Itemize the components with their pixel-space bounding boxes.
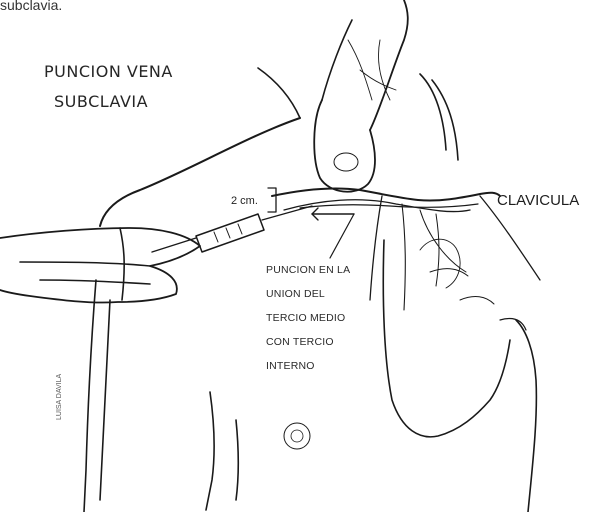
vessel-branch [402, 204, 405, 310]
title-line-1: PUNCION VENA [44, 62, 173, 81]
upper-shoulder-line [258, 68, 300, 118]
artist-signature: LUISA DAVILA [56, 374, 63, 420]
syringe-barrel [196, 214, 264, 252]
puncture-note-line-5: INTERNO [266, 360, 315, 372]
palpating-finger [314, 100, 375, 192]
jugular-vein [370, 196, 382, 300]
vessel-branch-3 [436, 214, 439, 286]
clavicle-label: CLAVICULA [497, 192, 579, 209]
left-torso-inner [100, 300, 110, 500]
syringe-plunger [152, 238, 196, 252]
right-chest-contour [516, 320, 536, 512]
clavicle [272, 188, 500, 200]
hand-finger-line [20, 262, 150, 266]
distance-bracket [268, 188, 276, 212]
palpating-hand-back [322, 20, 352, 100]
syringe-hand [0, 228, 200, 303]
puncture-note-line-3: TERCIO MEDIO [266, 312, 345, 324]
left-torso-edge [84, 280, 96, 512]
puncture-note-line-1: PUNCION EN LA [266, 264, 350, 276]
puncture-note-line-4: CON TERCIO [266, 336, 334, 348]
sternum-outline [383, 240, 510, 437]
shoulder-outline [100, 118, 300, 226]
clavicle-lower [300, 204, 478, 208]
armpit-fold [206, 392, 214, 510]
neck-line-2 [432, 80, 458, 160]
rib-arc-2 [460, 297, 494, 304]
syringe-needle [262, 206, 312, 220]
neck-line [420, 74, 446, 150]
hand-veins [348, 40, 396, 100]
puncture-note-line-2: UNION DEL [266, 288, 325, 300]
nipple [284, 423, 310, 449]
fingernail [334, 153, 358, 171]
nipple-inner [291, 430, 303, 442]
caption-fragment: subclavia. [0, 0, 62, 13]
vessel-branch-2 [420, 210, 466, 272]
chest-fold [236, 420, 238, 500]
palpating-hand [370, 0, 408, 130]
title-line-2: SUBCLAVIA [54, 92, 148, 111]
distance-label: 2 cm. [231, 195, 258, 207]
note-pointer [330, 214, 354, 258]
